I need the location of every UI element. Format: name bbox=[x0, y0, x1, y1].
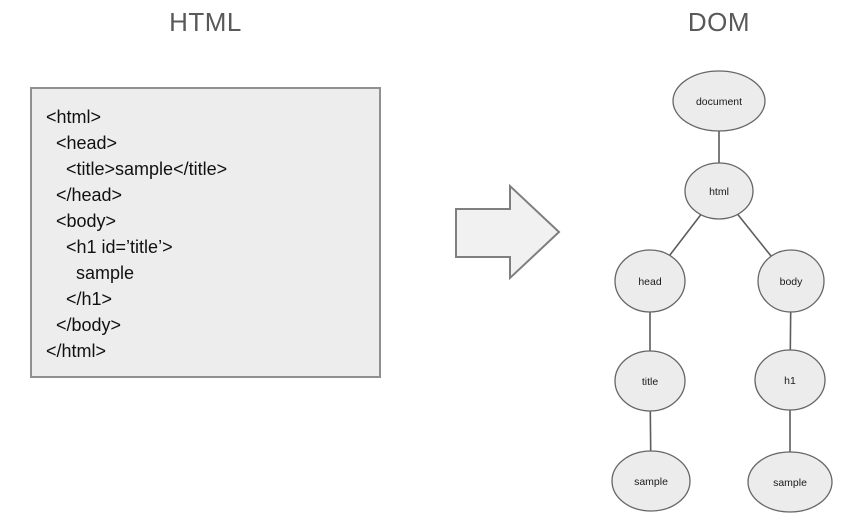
tree-node-label: head bbox=[638, 276, 662, 288]
code-line: <html> bbox=[46, 107, 102, 127]
tree-node-sample-h1: sample bbox=[747, 451, 833, 513]
tree-node-ellipse-html bbox=[684, 162, 754, 220]
tree-node-sample-title: sample bbox=[611, 450, 691, 512]
code-line: <body> bbox=[46, 211, 117, 231]
code-line: </head> bbox=[46, 185, 123, 205]
code-line: <head> bbox=[46, 133, 118, 153]
code-line: <h1 id=’title’> bbox=[46, 237, 173, 257]
tree-node-label: document bbox=[696, 96, 742, 108]
code-line: <title>sample</title> bbox=[46, 159, 228, 179]
tree-node-label: sample bbox=[634, 476, 668, 488]
tree-node-ellipse-sample-h1 bbox=[747, 451, 833, 513]
tree-node-ellipse-body bbox=[757, 249, 825, 313]
tree-node-label: html bbox=[709, 186, 729, 198]
code-line: </h1> bbox=[46, 289, 113, 309]
arrow-right-icon bbox=[455, 183, 561, 281]
code-line: sample bbox=[46, 263, 135, 283]
html-panel-title: HTML bbox=[169, 7, 242, 37]
dom-panel-title: DOM bbox=[687, 7, 751, 37]
tree-node-document: document bbox=[672, 70, 766, 132]
html-source-box: <html> <head> <title>sample</title> </he… bbox=[30, 87, 381, 378]
code-line: </body> bbox=[46, 315, 122, 335]
tree-nodes: document html head body title h1 bbox=[611, 70, 833, 513]
tree-node-label: title bbox=[642, 376, 659, 388]
tree-node-label: h1 bbox=[784, 375, 796, 387]
tree-node-label: body bbox=[780, 276, 804, 288]
tree-node-ellipse-document bbox=[672, 70, 766, 132]
tree-node-ellipse-head bbox=[614, 249, 686, 313]
tree-node-html: html bbox=[684, 162, 754, 220]
tree-node-label: sample bbox=[773, 477, 807, 489]
tree-node-body: body bbox=[757, 249, 825, 313]
tree-node-title: title bbox=[614, 350, 686, 412]
tree-node-h1: h1 bbox=[754, 349, 826, 411]
tree-node-ellipse-title bbox=[614, 350, 686, 412]
tree-node-ellipse-sample-title bbox=[611, 450, 691, 512]
code-line: </html> bbox=[46, 341, 107, 361]
tree-node-head: head bbox=[614, 249, 686, 313]
tree-node-ellipse-h1 bbox=[754, 349, 826, 411]
